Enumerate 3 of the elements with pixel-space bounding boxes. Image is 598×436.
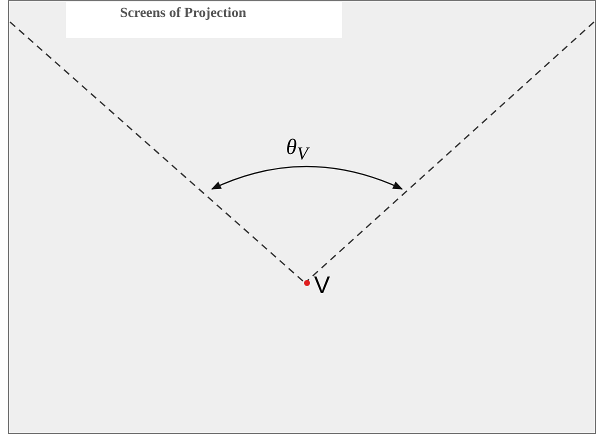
point-label: V	[314, 272, 330, 300]
angle-label: θ$_{V}$	[286, 134, 308, 164]
title-banner: Screens of Projection	[66, 2, 342, 38]
